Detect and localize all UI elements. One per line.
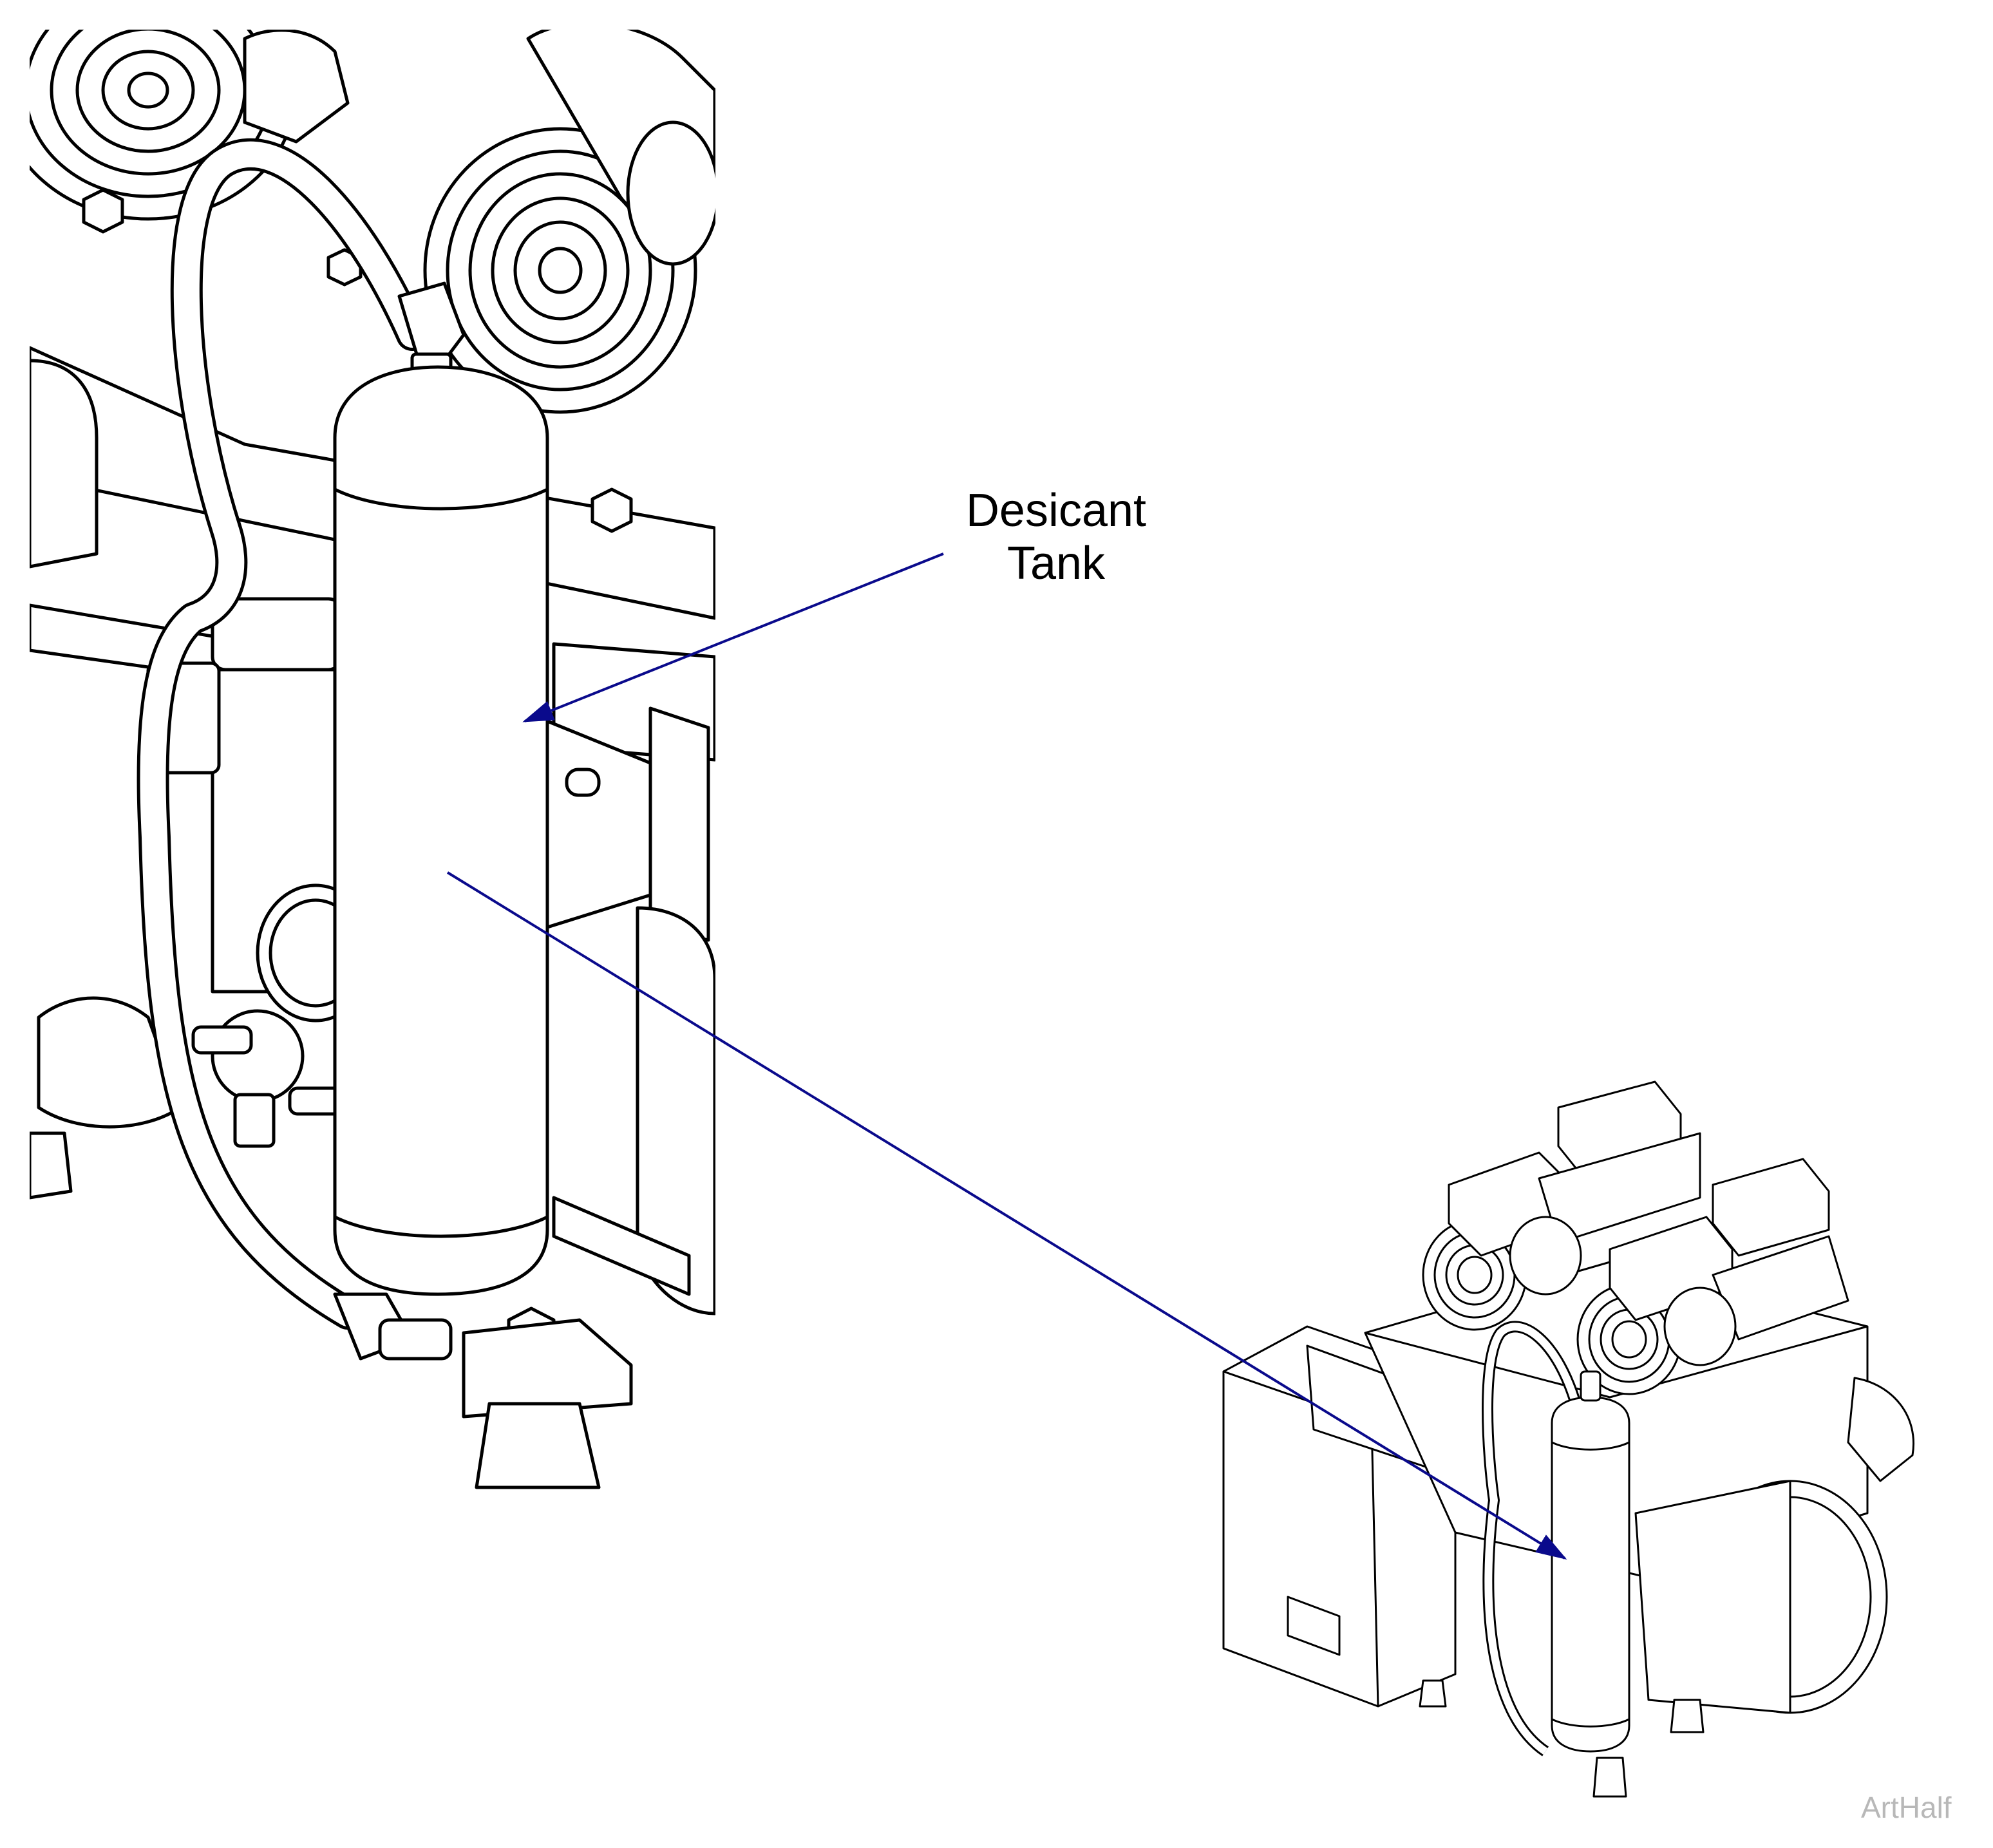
compressor-overview	[1222, 1080, 1914, 1798]
callout-leader-label	[522, 552, 944, 722]
callout-label: Desicant Tank	[927, 484, 1185, 590]
detail-view	[30, 30, 715, 1489]
desiccant-tank-large	[333, 365, 549, 1296]
callout-label-line2: Tank	[1006, 538, 1106, 589]
callout-label-line1: Desicant	[965, 485, 1147, 536]
tank-bracket	[545, 706, 710, 942]
air-hose	[137, 138, 428, 1330]
callout-leader-overview	[446, 871, 1567, 1560]
desiccant-tank-small	[1551, 1370, 1630, 1753]
watermark-text: ArtHalf	[1861, 1791, 1952, 1824]
detail-feet	[462, 1318, 633, 1489]
overview-pump-heads	[1422, 1080, 1849, 1395]
bottom-fitting	[333, 1292, 453, 1361]
